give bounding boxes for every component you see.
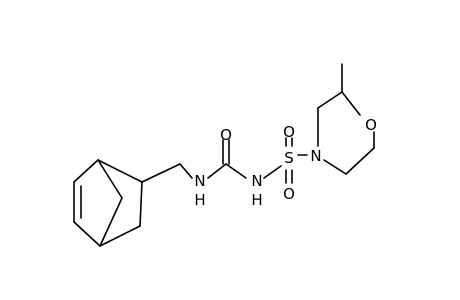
morpholine-nitrogen-label: N	[310, 147, 321, 165]
urea-nh-left-n-label: N	[194, 172, 205, 190]
norbornene-group	[73, 159, 143, 247]
urea-nh-right-h-label: H	[251, 191, 262, 209]
bond-c6-ch2	[141, 163, 181, 183]
bond-c1-bridge	[97, 159, 123, 199]
bond-ch2-nh	[179, 163, 193, 179]
sulfur-label: S	[284, 149, 294, 167]
sulfonyl-group	[285, 137, 308, 184]
bond-nh-carbonyl	[207, 163, 227, 179]
bond-c4-c5	[99, 225, 141, 247]
sulfonyl-oxygen-top-label: O	[283, 123, 295, 141]
bond-c3-c4	[73, 221, 101, 247]
morpholine-group	[317, 63, 375, 175]
bond-nh-sulfur	[263, 165, 282, 179]
carbonyl-oxygen-label: O	[220, 126, 232, 144]
urea-nh-left-h-label: H	[194, 191, 205, 209]
sulfonyl-oxygen-bottom-label: O	[283, 185, 295, 203]
bond-c6-c5	[345, 147, 375, 175]
urea-nh-right-n-label: N	[251, 172, 262, 190]
bond-c1-c2	[73, 159, 99, 183]
bond-carbonyl-nh	[225, 163, 247, 179]
bond-bridge-c4	[99, 197, 123, 247]
bond-c6-c1	[97, 159, 143, 183]
morpholine-oxygen-label: O	[365, 116, 377, 134]
bond-c5-c6	[139, 181, 143, 227]
urea-linker-group	[141, 139, 282, 183]
bond-c5-n	[323, 159, 347, 175]
bond-c3-c2	[317, 91, 343, 109]
atom-labels: O N H N H S O O N O	[194, 116, 377, 209]
bond-c2-o	[341, 91, 361, 116]
